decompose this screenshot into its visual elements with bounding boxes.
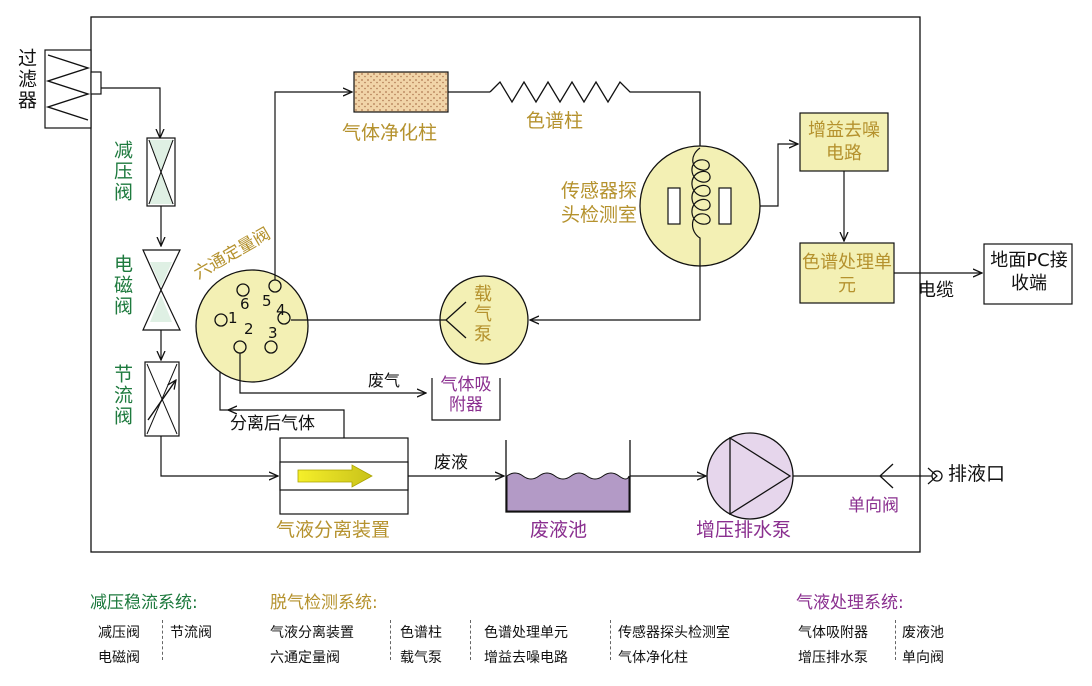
port-6: 6 bbox=[240, 295, 250, 313]
pressure-valve-label: 减压阀 bbox=[111, 140, 133, 203]
legend-item: 单向阀 bbox=[902, 650, 944, 666]
drain-port-label: 排液口 bbox=[948, 463, 1006, 485]
legend-item: 载气泵 bbox=[400, 650, 442, 666]
filter-icon bbox=[44, 49, 102, 129]
legend-item: 色谱柱 bbox=[400, 625, 442, 641]
legend-group1-title: 减压稳流系统: bbox=[90, 593, 198, 613]
legend-item: 减压阀 bbox=[98, 625, 140, 641]
gain-denoise-box bbox=[799, 112, 889, 172]
six-way-valve-icon bbox=[195, 269, 309, 383]
booster-pump-icon bbox=[706, 432, 794, 520]
flow-line-filter-to-valve bbox=[101, 87, 160, 138]
chroma-unit-box bbox=[799, 242, 895, 304]
legend-group2-title: 脱气检测系统: bbox=[270, 593, 378, 613]
port-4: 4 bbox=[276, 301, 286, 319]
legend-divider bbox=[162, 620, 163, 660]
flow-line-sensor-to-carrier bbox=[530, 266, 701, 320]
sensor-chamber-icon bbox=[639, 145, 761, 267]
main-enclosure bbox=[90, 16, 921, 553]
throttle-valve-label: 节流阀 bbox=[111, 364, 133, 427]
separated-gas-label: 分离后气体 bbox=[230, 414, 315, 434]
exhaust-label: 废气 bbox=[368, 371, 401, 390]
port-5: 5 bbox=[262, 292, 272, 310]
ground-pc-label: 地面PC接收端 bbox=[990, 250, 1068, 294]
legend-item: 增益去噪电路 bbox=[484, 650, 568, 666]
legend-divider bbox=[610, 620, 611, 660]
waste-liquid-label: 废液 bbox=[434, 453, 468, 473]
legend-item: 气体吸附器 bbox=[798, 625, 868, 641]
check-valve-icon bbox=[879, 463, 943, 489]
gas-purify-column-icon bbox=[353, 71, 449, 113]
gas-purify-label: 气体净化柱 bbox=[342, 122, 438, 144]
legend-item: 色谱处理单元 bbox=[484, 625, 568, 641]
legend-item: 废液池 bbox=[902, 625, 944, 641]
column-label: 色谱柱 bbox=[526, 110, 584, 132]
legend-item: 六通定量阀 bbox=[270, 650, 340, 666]
gain-denoise-label: 增益去噪电路 bbox=[808, 120, 880, 164]
port-2: 2 bbox=[244, 320, 254, 338]
legend-divider bbox=[470, 620, 471, 660]
check-valve-label: 单向阀 bbox=[848, 496, 899, 516]
legend-divider bbox=[895, 620, 896, 660]
waste-pool-label: 废液池 bbox=[530, 519, 588, 541]
ground-pc-box bbox=[983, 243, 1073, 305]
chromatographic-column-icon bbox=[489, 80, 701, 158]
legend-item: 气体净化柱 bbox=[618, 650, 688, 666]
legend-item: 传感器探头检测室 bbox=[618, 625, 730, 641]
cable-label: 电缆 bbox=[918, 280, 954, 301]
port-3: 3 bbox=[268, 324, 278, 342]
flow-line-sensor-to-gain bbox=[760, 144, 798, 207]
legend-item: 增压排水泵 bbox=[798, 650, 868, 666]
chroma-unit-label: 色谱处理单元 bbox=[802, 252, 892, 296]
flow-line-exhaust bbox=[239, 353, 426, 393]
port-1: 1 bbox=[228, 309, 238, 327]
gas-adsorber-bracket bbox=[431, 378, 501, 421]
solenoid-valve-label: 电磁阀 bbox=[111, 254, 133, 317]
separator-icon bbox=[279, 437, 409, 515]
gas-adsorber-label: 气体吸附器 bbox=[440, 375, 492, 415]
legend-item: 气液分离装置 bbox=[270, 625, 354, 641]
carrier-pump-label: 载气泵 bbox=[471, 284, 492, 344]
separator-label: 气液分离装置 bbox=[276, 519, 391, 541]
legend-item: 电磁阀 bbox=[98, 650, 140, 666]
flow-line-to-purify bbox=[274, 92, 352, 280]
filter-label: 过滤器 bbox=[15, 48, 37, 111]
solenoid-valve-icon bbox=[142, 249, 181, 331]
waste-pool-icon bbox=[505, 440, 631, 513]
pressure-valve-icon bbox=[146, 137, 176, 207]
sensor-chamber-label: 传感器探头检测室 bbox=[560, 180, 637, 226]
flow-line-to-separator bbox=[160, 436, 278, 476]
legend-group3-title: 气液处理系统: bbox=[796, 593, 904, 613]
booster-pump-label: 增压排水泵 bbox=[696, 519, 792, 541]
throttle-valve-icon bbox=[144, 361, 180, 437]
legend-item: 节流阀 bbox=[170, 625, 212, 641]
legend-divider bbox=[390, 620, 391, 660]
